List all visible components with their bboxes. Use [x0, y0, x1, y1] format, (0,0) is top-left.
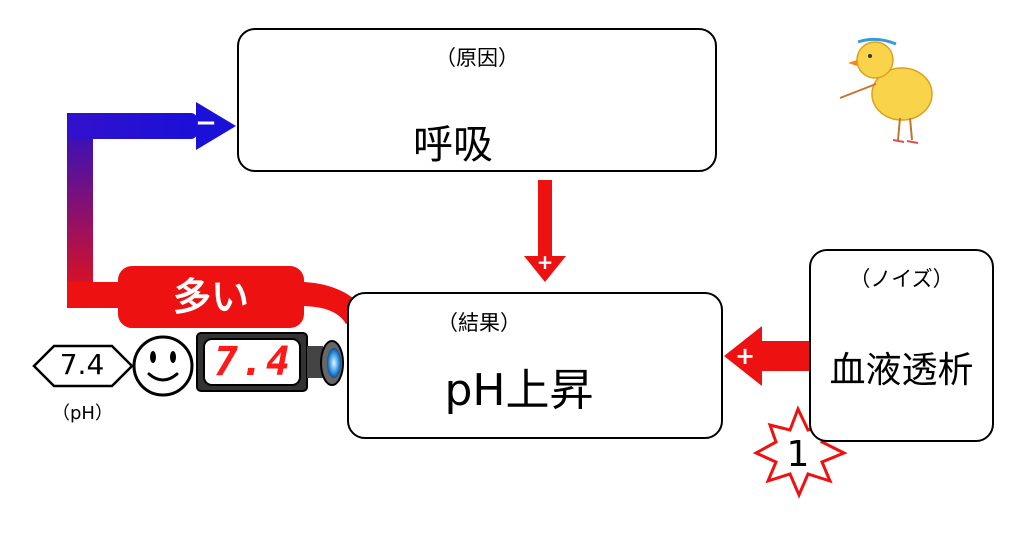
result-label: pH上昇	[444, 365, 594, 416]
feedback-label: 多い	[172, 275, 249, 319]
feedback-arrowhead	[196, 102, 236, 150]
feedback-loop-top-arm	[67, 113, 197, 139]
result-note: （結果）	[437, 311, 521, 335]
noise-box: （ノイズ） 血液透析	[809, 249, 994, 442]
feedback-label-pill	[118, 266, 304, 328]
noise-to-result-arrow	[724, 326, 809, 386]
ph-diamond	[32, 344, 134, 388]
noise-note: （ノイズ）	[849, 267, 954, 291]
cause-label: 呼吸	[413, 122, 493, 168]
ph-meter-camera-icon	[196, 332, 344, 392]
ph-value: 7.4	[59, 348, 105, 381]
chick-illustration	[839, 37, 933, 144]
feedback-loop-vertical	[67, 113, 93, 307]
cause-box: （原因） 呼吸	[237, 28, 717, 172]
noise-to-result-sign: +	[734, 342, 756, 370]
ph-unit: （pH）	[52, 403, 113, 424]
meter-readout: 7.4	[213, 339, 293, 385]
cause-note: （原因）	[435, 46, 519, 70]
noise-label: 血液透析	[829, 350, 974, 391]
star-number: 1	[786, 434, 810, 475]
cause-to-result-arrow	[524, 180, 566, 282]
feedback-sign: −	[195, 108, 217, 138]
result-box: （結果） pH上昇	[347, 292, 723, 439]
smiley-face-icon	[132, 335, 194, 397]
cause-to-result-sign: +	[536, 250, 554, 274]
